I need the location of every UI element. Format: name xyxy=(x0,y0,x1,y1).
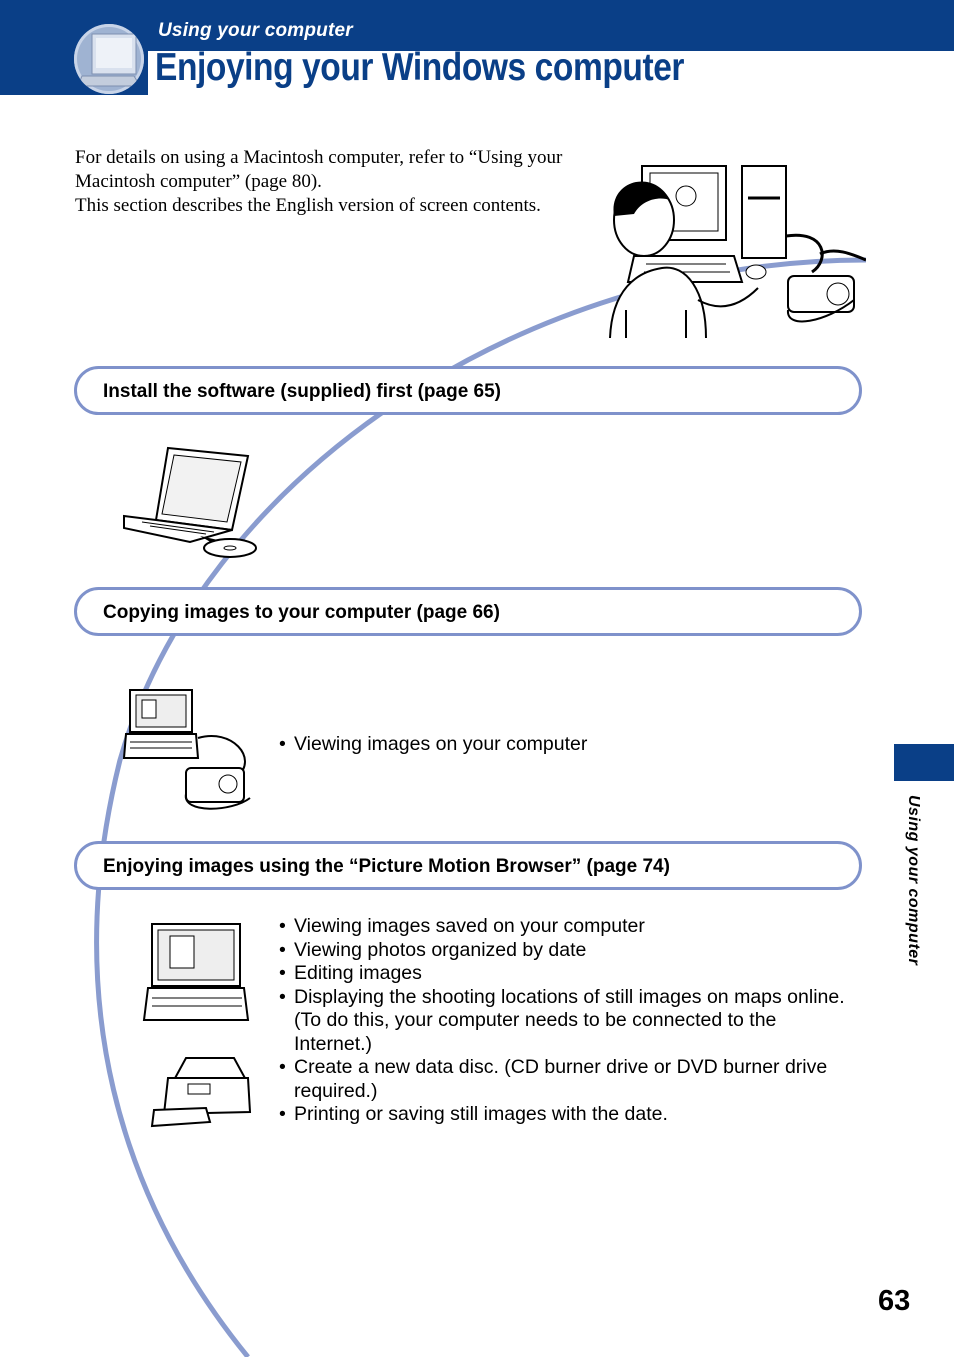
header-band xyxy=(0,0,954,49)
laptop-with-camera-icon xyxy=(122,689,251,810)
step-2-bullets: Viewing images on your computer xyxy=(279,733,779,757)
intro-text: For details on using a Macintosh compute… xyxy=(75,146,615,218)
section-label: Using your computer xyxy=(158,20,353,41)
page-title: Enjoying your Windows computer xyxy=(155,46,685,89)
chapter-side-label: Using your computer xyxy=(905,795,922,966)
header-rule xyxy=(148,49,954,51)
laptop-with-cd-icon xyxy=(123,446,257,558)
intro-line: For details on using a Macintosh compute… xyxy=(75,147,563,192)
intro-line: This section describes the English versi… xyxy=(75,195,541,216)
section-badge-icon xyxy=(74,24,144,94)
chapter-tab xyxy=(894,744,954,781)
step-install-software: Install the software (supplied) first (p… xyxy=(74,366,862,415)
bullet-item: Displaying the shooting locations of sti… xyxy=(279,986,859,1057)
page-number: 63 xyxy=(878,1285,911,1317)
person-at-computer-illustration xyxy=(609,165,866,339)
bullet-item: Editing images xyxy=(279,962,859,986)
printer-icon xyxy=(150,1057,252,1128)
step-label: Install the software (supplied) first (p… xyxy=(103,381,502,402)
bullet-item: Viewing images saved on your computer xyxy=(279,915,859,939)
step-picture-motion-browser: Enjoying images using the “Picture Motio… xyxy=(74,841,862,890)
step-label: Enjoying images using the “Picture Motio… xyxy=(103,856,670,877)
bullet-item: Viewing images on your computer xyxy=(279,733,779,757)
bullet-item: Create a new data disc. (CD burner drive… xyxy=(279,1056,859,1103)
laptop-screen-icon xyxy=(142,923,250,1021)
bullet-item: Printing or saving still images with the… xyxy=(279,1103,859,1127)
bullet-item: Viewing photos organized by date xyxy=(279,939,859,963)
step-3-bullets: Viewing images saved on your computer Vi… xyxy=(279,915,859,1127)
step-label: Copying images to your computer (page 66… xyxy=(103,602,500,623)
step-copy-images: Copying images to your computer (page 66… xyxy=(74,587,862,636)
